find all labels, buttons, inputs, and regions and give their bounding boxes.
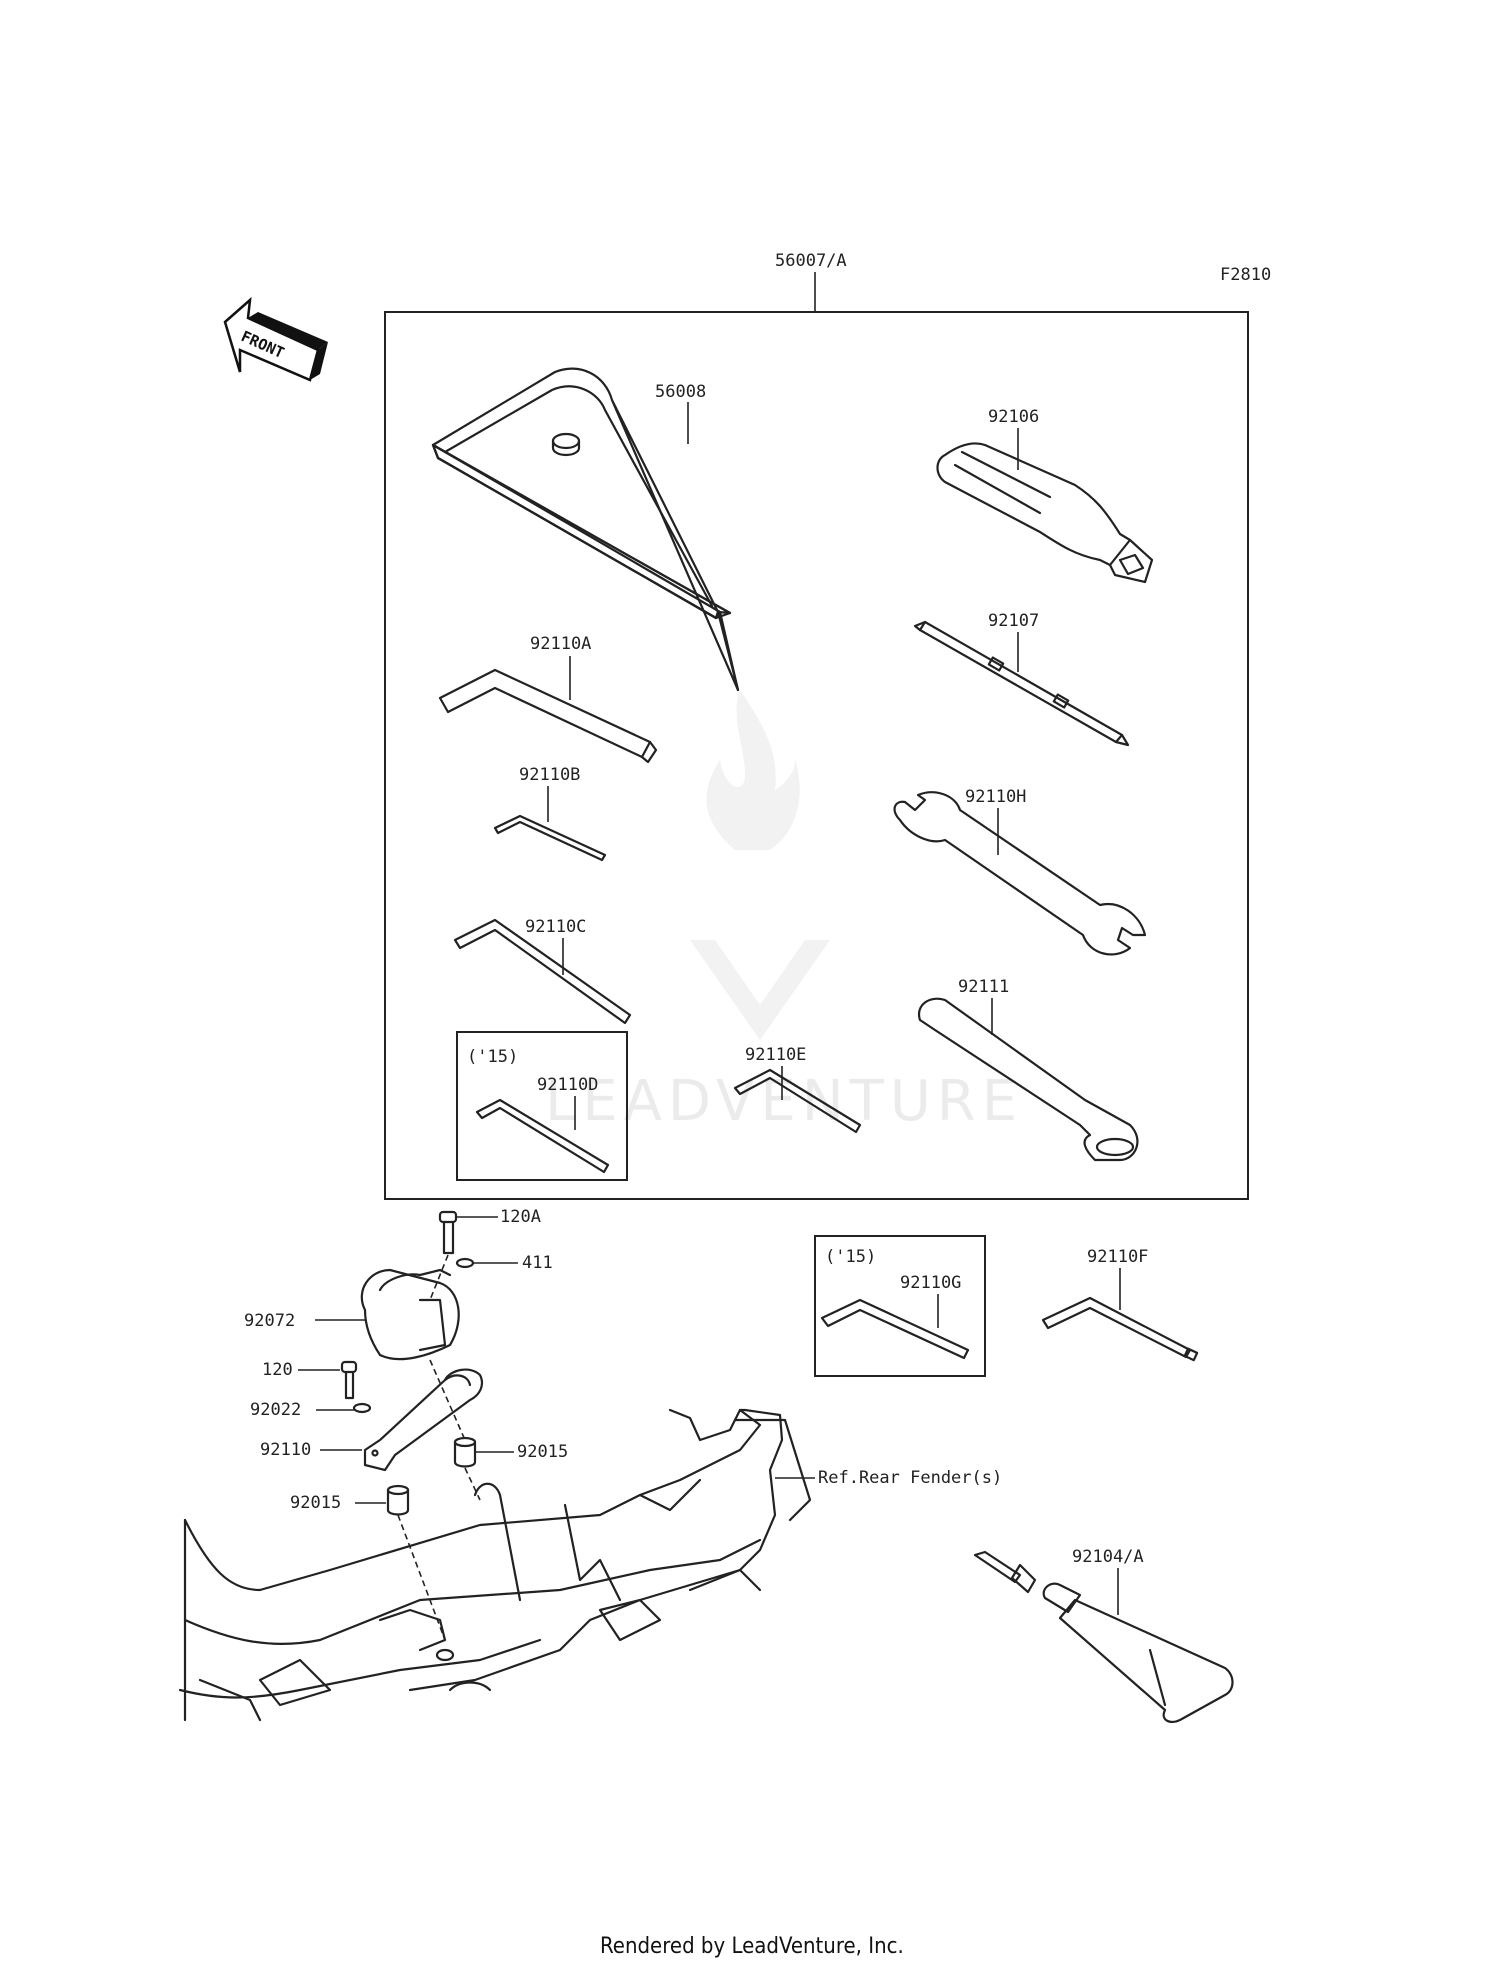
tire-kit-label: 92104/A (1072, 1547, 1144, 1567)
ref-fender-label: Ref.Rear Fender(s) (818, 1468, 1002, 1488)
washer-411-part (455, 1257, 475, 1269)
hex-g-box (814, 1235, 986, 1377)
washer-411-label: 411 (522, 1253, 553, 1273)
spanner-part (917, 997, 1139, 1162)
hex-d-note: ('15) (467, 1047, 518, 1067)
bracket-label: 92110 (260, 1440, 311, 1460)
hex-g-label: 92110G (900, 1273, 961, 1293)
hex-key-b-part (493, 814, 607, 862)
watermark-logo: LEADVENTURE (545, 690, 1023, 1134)
hex-c-label: 92110C (525, 917, 586, 937)
hex-key-f-part (1041, 1296, 1199, 1362)
hex-g-note: ('15) (825, 1247, 876, 1267)
hex-f-label: 92110F (1087, 1247, 1148, 1267)
tool-case-part (431, 367, 740, 692)
collar-right-part (453, 1436, 477, 1468)
hex-key-a-part (438, 668, 658, 764)
bolt-120a-part (438, 1210, 458, 1255)
hex-key-e-part (733, 1068, 862, 1134)
hex-d-box (456, 1031, 628, 1181)
bolt-120-part (340, 1360, 358, 1400)
hex-key-c-part (453, 918, 632, 1025)
bracket-part (363, 1368, 484, 1472)
screwdriver-label: 92107 (988, 611, 1039, 631)
spanner-label: 92111 (958, 977, 1009, 997)
hex-key-g-part (820, 1298, 970, 1360)
bolt-120-label: 120 (262, 1360, 293, 1380)
footer-credit: Rendered by LeadVenture, Inc. (600, 1934, 904, 1959)
case-label: 56008 (655, 382, 706, 402)
kit-number-label: 56007/A (775, 251, 847, 271)
alignment-lines (397, 1254, 481, 1641)
handle-part (936, 442, 1154, 584)
bolt-120a-label: 120A (500, 1207, 541, 1227)
diagram-code: F2810 (1220, 265, 1271, 285)
cover-part (360, 1268, 460, 1361)
rear-fender-part (178, 1408, 812, 1722)
hex-d-label: 92110D (537, 1075, 598, 1095)
watermark-text: LEADVENTURE (545, 1069, 1023, 1134)
handle-label: 92106 (988, 407, 1039, 427)
hex-a-label: 92110A (530, 634, 591, 654)
hex-key-d-part (475, 1098, 610, 1174)
washer-92022-label: 92022 (250, 1400, 301, 1420)
open-wrench-part (893, 791, 1147, 956)
washer-92022-part (352, 1402, 372, 1414)
kit-box (384, 311, 1249, 1200)
collar-left-part (386, 1484, 410, 1516)
hex-b-label: 92110B (519, 765, 580, 785)
cover-label: 92072 (244, 1311, 295, 1331)
collar-left-label: 92015 (290, 1493, 341, 1513)
tire-repair-kit-part (973, 1550, 1234, 1724)
hex-e-label: 92110E (745, 1045, 806, 1065)
front-arrow-icon: FRONT (223, 296, 328, 382)
screwdriver-part (913, 620, 1130, 747)
collar-right-label: 92015 (517, 1442, 568, 1462)
wrench-h-label: 92110H (965, 787, 1026, 807)
